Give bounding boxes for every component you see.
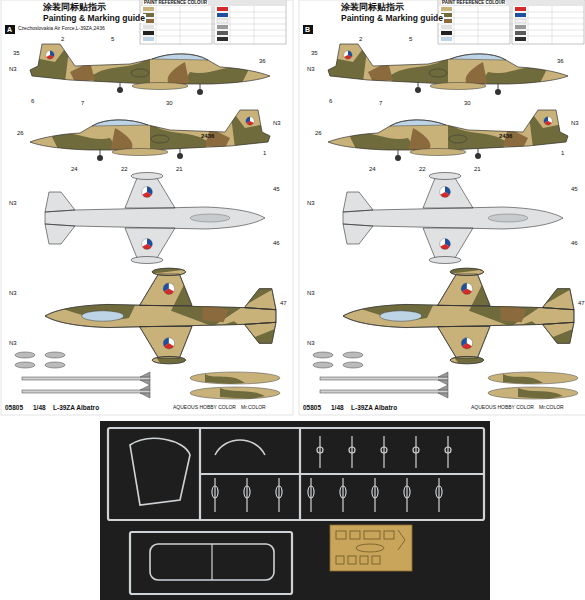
table-header: PAINT REFERENCE COLOUR [143, 1, 208, 6]
callout-number: 26 [314, 130, 323, 137]
callout-number: 2 [358, 36, 363, 43]
callout-number: 46 [272, 240, 281, 247]
marking-sheet [299, 0, 585, 415]
variant-letter: A [7, 26, 13, 34]
serial-number: 2436 [200, 133, 215, 140]
title-en: Painting & Marking guide [340, 14, 444, 23]
callout-number: 36 [556, 58, 565, 65]
table-header: PAINT REFERENCE COLOUR [441, 1, 506, 6]
callout-number: 46 [570, 240, 579, 247]
variant-badge: A [5, 25, 15, 34]
variant-letter: B [305, 26, 311, 34]
callout-number: 30 [463, 100, 472, 107]
callout-number: 35 [12, 50, 21, 57]
callout-number: N3 [8, 290, 18, 297]
kit-number: 05805 [4, 404, 24, 411]
callout-number: 7 [80, 100, 85, 107]
callout-number: 2 [60, 36, 65, 43]
callout-number: 1 [560, 150, 565, 157]
callout-number: 45 [272, 186, 281, 193]
callout-number: 47 [279, 300, 288, 307]
callout-number: 21 [175, 166, 184, 173]
callout-number: 35 [310, 50, 319, 57]
callout-number: 26 [16, 130, 25, 137]
callout-number: 5 [110, 36, 115, 43]
callout-number: 45 [570, 186, 579, 193]
callout-number: 47 [577, 300, 585, 307]
callout-number: 6 [328, 98, 333, 105]
callout-number: 7 [378, 100, 383, 107]
callout-number: 21 [473, 166, 482, 173]
callout-number: 24 [70, 166, 79, 173]
kit-name: L-39ZA Albatro [350, 404, 398, 411]
kit-number: 05805 [302, 404, 322, 411]
paint-brand: Mr.COLOR [538, 405, 565, 411]
callout-number: 30 [165, 100, 174, 107]
title-cn: 涂装同标贴指示 [340, 3, 405, 13]
caption: Czechoslovakia Air Force,L-39ZA,2436 [17, 26, 106, 32]
callout-number: 24 [368, 166, 377, 173]
callout-number: 5 [408, 36, 413, 43]
callout-number: N3 [306, 340, 316, 347]
paint-brand: AQUEOUS HOBBY COLOR [470, 405, 535, 411]
sprue-photo [100, 421, 490, 600]
callout-number: N3 [8, 200, 18, 207]
marking-sheet [1, 0, 293, 415]
title-cn: 涂装同标贴指示 [42, 3, 107, 13]
callout-number: 22 [418, 166, 427, 173]
callout-number: N3 [8, 66, 18, 73]
callout-number: 36 [258, 58, 267, 65]
callout-number: N3 [306, 290, 316, 297]
paint-brand: Mr.COLOR [240, 405, 267, 411]
callout-number: 6 [30, 98, 35, 105]
title-en: Painting & Marking guide [42, 14, 146, 23]
callout-number: 22 [120, 166, 129, 173]
callout-number: N3 [306, 66, 316, 73]
callout-number: N3 [8, 340, 18, 347]
callout-number: N3 [272, 120, 282, 127]
callout-number: 1 [262, 150, 267, 157]
paint-brand: AQUEOUS HOBBY COLOR [172, 405, 237, 411]
callout-number: N3 [306, 200, 316, 207]
variant-badge: B [303, 25, 313, 34]
scale: 1/48 [32, 404, 47, 411]
scale: 1/48 [330, 404, 345, 411]
callout-number: N3 [570, 120, 580, 127]
serial-number: 2436 [498, 133, 513, 140]
kit-name: L-39ZA Albatro [52, 404, 100, 411]
